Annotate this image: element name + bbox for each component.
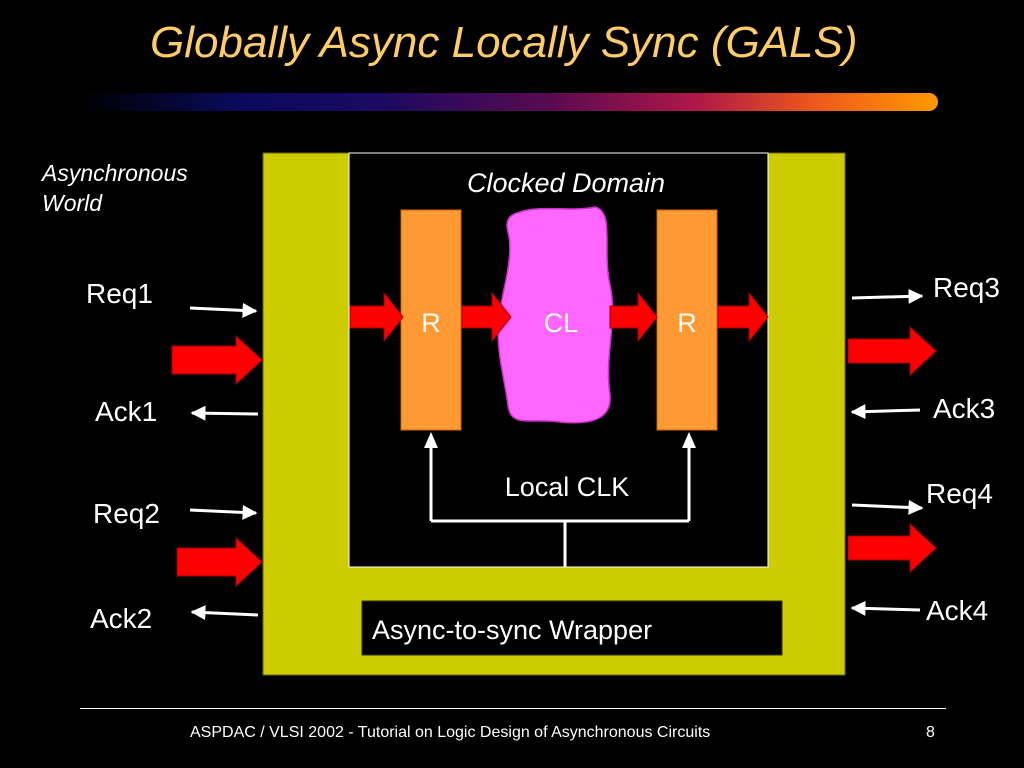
local-clk-label: Local CLK: [505, 472, 630, 502]
clock-arrow-left-icon: [424, 432, 438, 448]
ack4-label: Ack4: [926, 595, 989, 626]
data-in-arrow-2: [176, 536, 263, 588]
title-underline-bar: [80, 93, 938, 111]
clocked-domain-label: Clocked Domain: [467, 168, 665, 198]
asynchronous-world-line-2: World: [42, 190, 103, 216]
slide-title: Globally Async Locally Sync (GALS): [150, 18, 858, 67]
req4-label: Req4: [926, 478, 993, 509]
combinational-logic-blob: [497, 206, 614, 424]
ack2-label: Ack2: [90, 603, 153, 634]
footer-divider: [80, 708, 946, 709]
local-clock-tree: [429, 446, 691, 567]
page-number: 8: [926, 724, 935, 741]
data-in-arrow-1: [171, 334, 263, 386]
req4-arrow: [851, 499, 924, 515]
req3-label: Req3: [933, 272, 1000, 303]
req1-label: Req1: [86, 278, 153, 309]
ack2-arrow: [190, 605, 259, 621]
register-right: [656, 209, 718, 431]
register-left-label: R: [421, 308, 441, 338]
data-out-arrow-3: [847, 325, 937, 377]
wrapper-label-box: [361, 600, 783, 656]
data-out-arrow-4: [847, 522, 937, 574]
arrow-register-to-logic: [461, 291, 512, 343]
combinational-logic-label: CL: [544, 308, 579, 338]
clock-arrow-right-icon: [682, 432, 696, 448]
asynchronous-world-line-1: Asynchronous: [42, 160, 188, 186]
req2-label: Req2: [93, 498, 160, 529]
arrow-logic-to-register: [609, 291, 658, 343]
ack3-label: Ack3: [933, 393, 996, 424]
ack1-arrow: [190, 405, 259, 421]
asynchronous-world-label: Asynchronous World: [42, 158, 188, 218]
ack4-arrow: [850, 600, 921, 616]
register-right-label: R: [677, 308, 697, 338]
req1-arrow: [189, 302, 258, 318]
arrow-into-register-left: [349, 291, 404, 343]
wrapper-label: Async-to-sync Wrapper: [372, 615, 652, 645]
ack3-arrow: [850, 404, 921, 420]
ack1-label: Ack1: [95, 396, 158, 427]
arrow-out-of-register-right: [717, 291, 769, 343]
req2-arrow: [189, 504, 258, 520]
footer-text: ASPDAC / VLSI 2002 - Tutorial on Logic D…: [190, 724, 711, 741]
register-left: [400, 209, 462, 431]
req3-arrow: [851, 288, 924, 304]
